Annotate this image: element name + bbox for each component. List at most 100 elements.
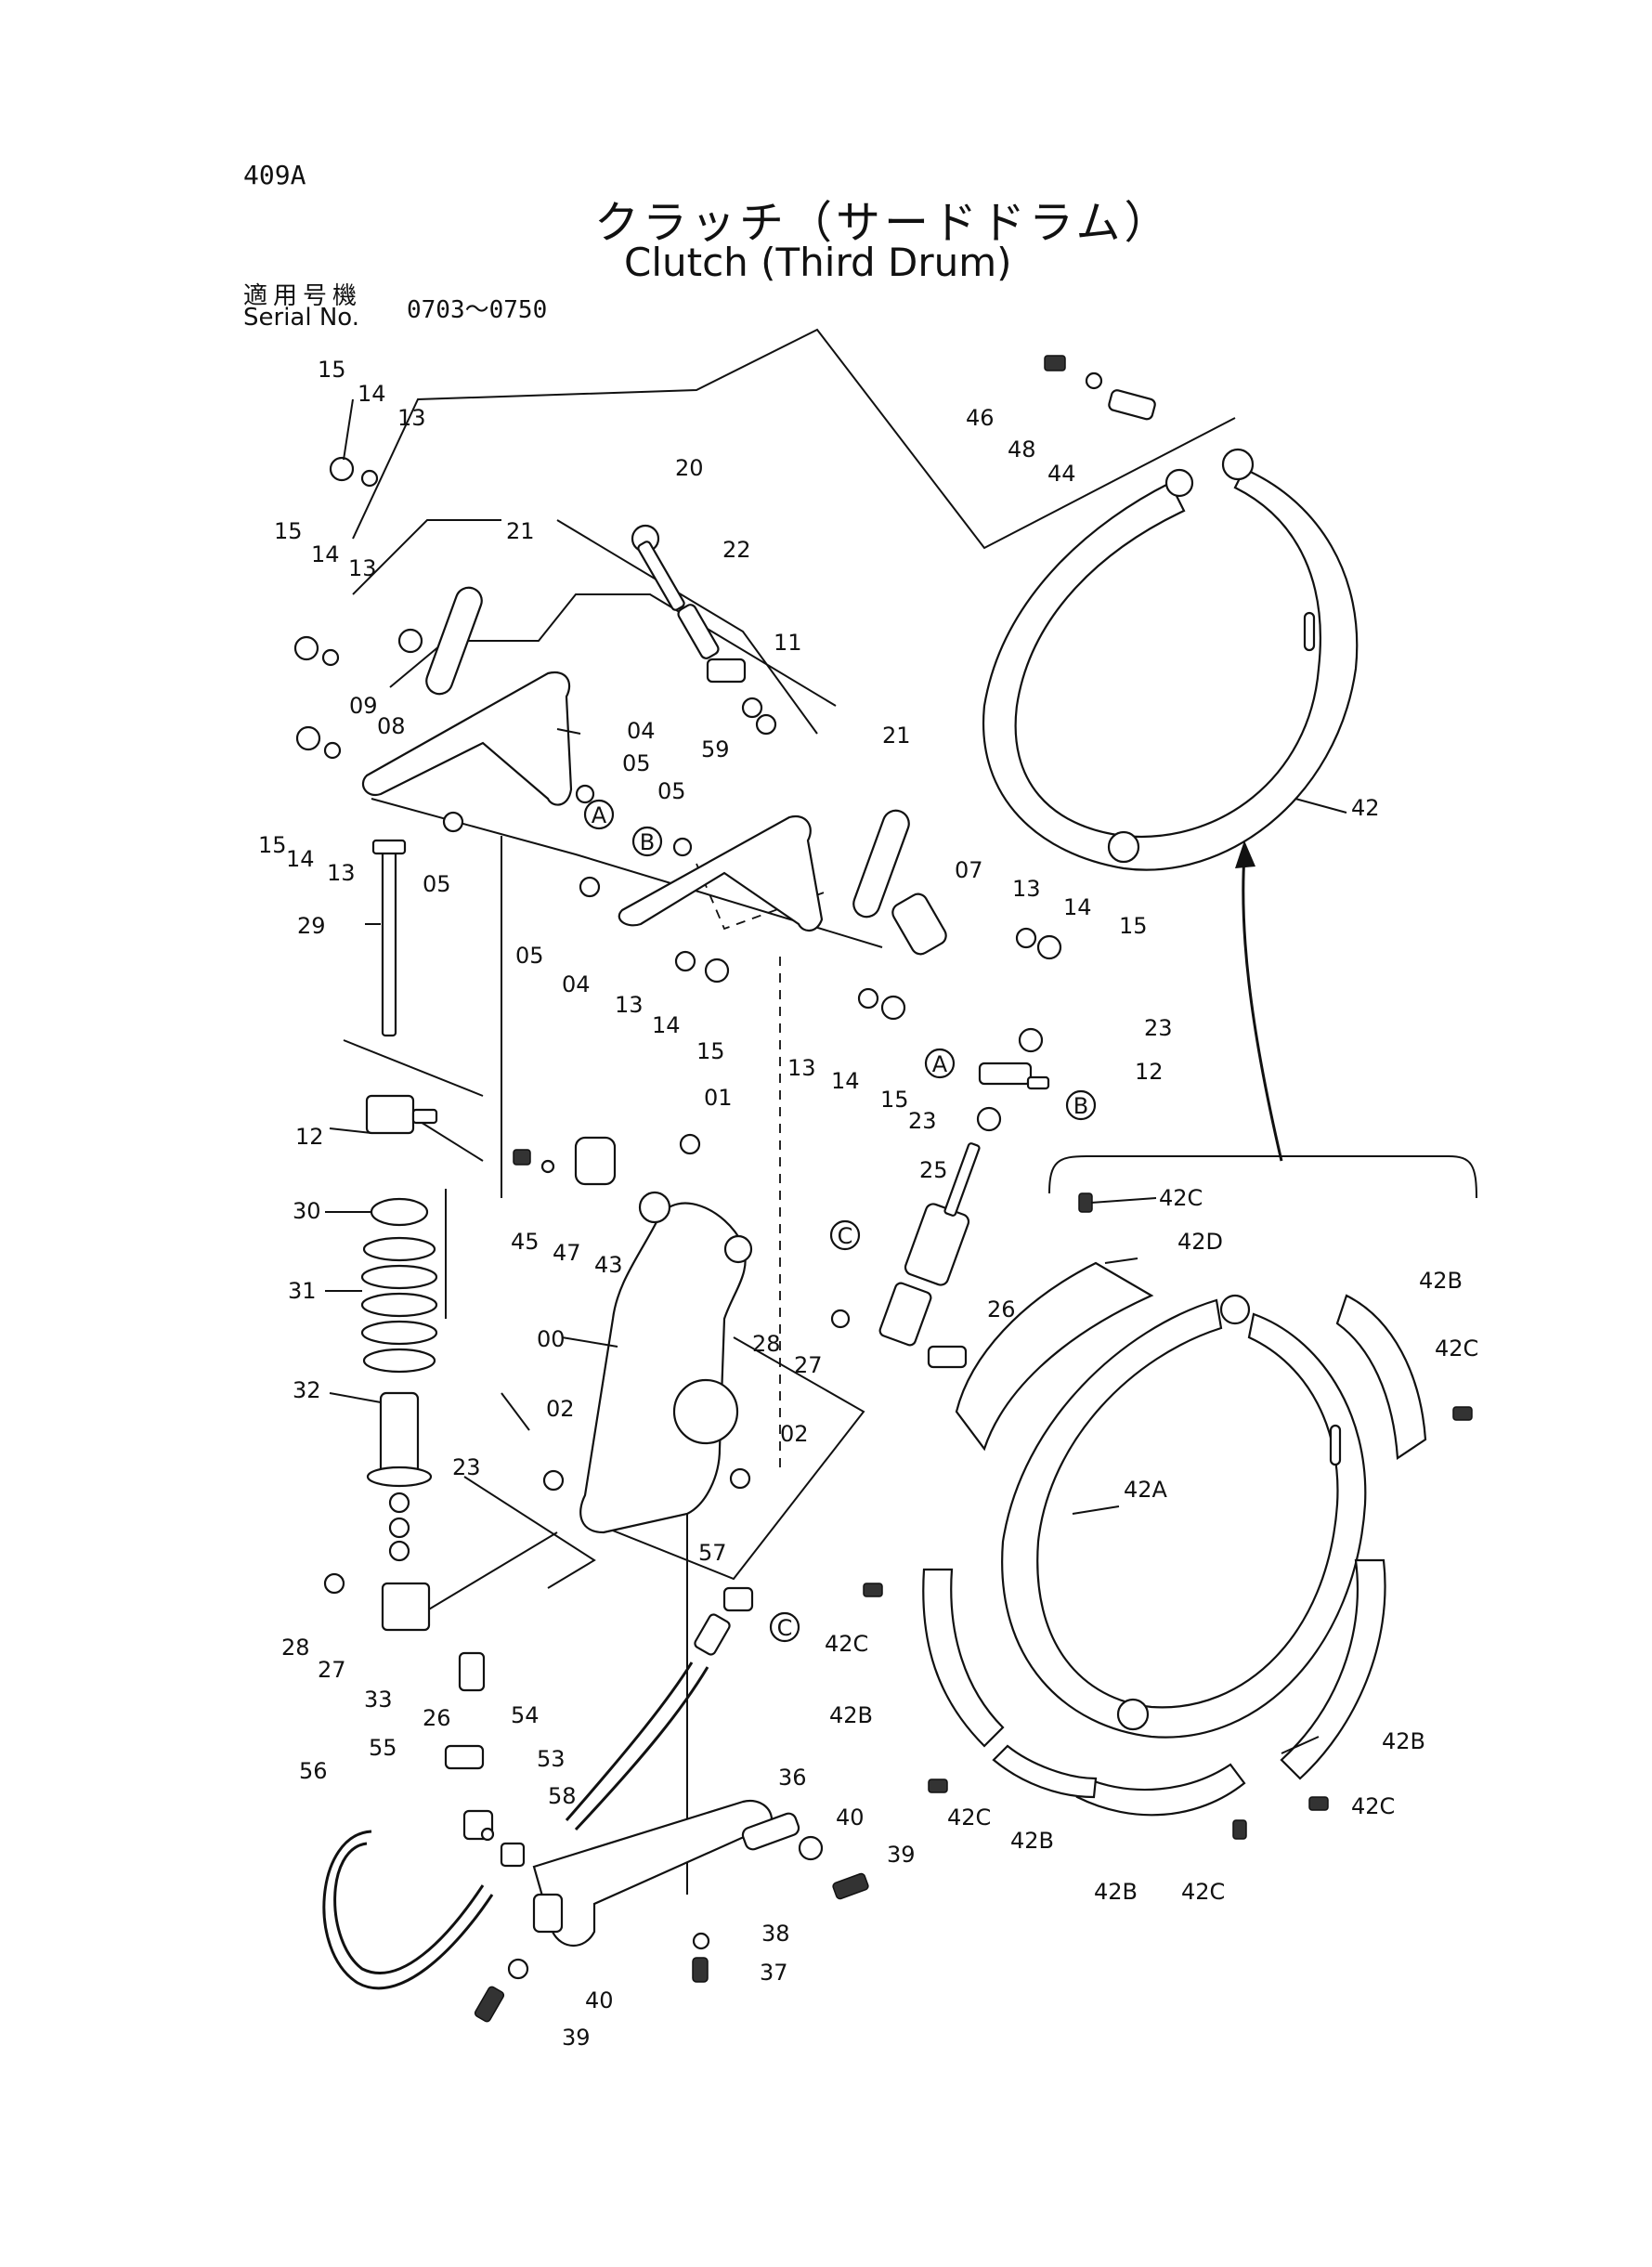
callout-59: 59 bbox=[701, 736, 730, 762]
spring-seat-30 bbox=[370, 1197, 429, 1227]
bushings-05 bbox=[442, 784, 693, 898]
callout-23: 23 bbox=[1144, 1015, 1173, 1041]
link-21-lower bbox=[852, 809, 910, 919]
callout-05: 05 bbox=[423, 871, 451, 897]
callout-04: 04 bbox=[562, 971, 591, 997]
callout-28: 28 bbox=[752, 1331, 781, 1357]
callout-22: 22 bbox=[722, 537, 751, 563]
callout-32: 32 bbox=[293, 1377, 321, 1403]
connector-b-upper bbox=[631, 826, 663, 857]
callout-02: 02 bbox=[546, 1396, 575, 1422]
callout-14: 14 bbox=[311, 541, 340, 567]
callout-26: 26 bbox=[423, 1705, 451, 1731]
lining-42b-top-right bbox=[1335, 1294, 1427, 1460]
assembly-guide-lines bbox=[343, 328, 1236, 1895]
callout-15: 15 bbox=[258, 832, 287, 858]
hose-line bbox=[565, 1661, 709, 1831]
lining-42b-right bbox=[1280, 1558, 1386, 1780]
lining-42b-left bbox=[922, 1568, 1005, 1748]
connector-c-cylinder bbox=[829, 1219, 861, 1251]
callout-28: 28 bbox=[281, 1635, 310, 1661]
callout-02: 02 bbox=[780, 1421, 809, 1447]
callout-42c: 42C bbox=[1435, 1335, 1478, 1362]
callout-47: 47 bbox=[553, 1240, 581, 1266]
callout-13: 13 bbox=[787, 1055, 816, 1081]
callout-42b: 42B bbox=[1010, 1828, 1054, 1854]
callout-14: 14 bbox=[286, 846, 315, 872]
connector-b-right bbox=[1065, 1089, 1097, 1121]
callout-20: 20 bbox=[675, 455, 704, 481]
rod-29 bbox=[371, 839, 407, 1037]
callout-14: 14 bbox=[831, 1068, 860, 1094]
connector-label: A bbox=[592, 802, 607, 828]
connector-label: A bbox=[932, 1051, 948, 1077]
nut-40-lower bbox=[507, 1958, 529, 1980]
callout-42a: 42A bbox=[1124, 1477, 1168, 1503]
callout-15: 15 bbox=[274, 518, 303, 544]
bushings-01-02 bbox=[542, 1133, 751, 1492]
callout-11: 11 bbox=[774, 630, 802, 656]
callout-42c: 42C bbox=[947, 1804, 991, 1831]
nuts-59 bbox=[741, 697, 777, 736]
spring-22 bbox=[677, 604, 720, 659]
rivets-42c bbox=[863, 1192, 1473, 1840]
guide-32 bbox=[366, 1391, 433, 1488]
callout-45: 45 bbox=[511, 1229, 540, 1255]
assembly-arrow bbox=[1242, 853, 1283, 1162]
callout-08: 08 bbox=[377, 713, 406, 739]
nuts-23-right bbox=[976, 1027, 1044, 1132]
callout-55: 55 bbox=[369, 1735, 397, 1761]
leader-lines bbox=[325, 398, 1347, 1754]
connector-label: B bbox=[640, 829, 655, 855]
lining-42d bbox=[955, 1261, 1154, 1452]
callout-25: 25 bbox=[919, 1157, 948, 1183]
callout-13: 13 bbox=[615, 992, 644, 1018]
pin-26-left bbox=[458, 1651, 486, 1692]
lever-04-upper bbox=[361, 671, 573, 806]
trunnion-11 bbox=[706, 658, 747, 684]
callout-05: 05 bbox=[657, 778, 686, 804]
callout-14: 14 bbox=[1063, 894, 1092, 920]
callout-56: 56 bbox=[299, 1758, 328, 1784]
serial-range: 0703～0750 bbox=[407, 296, 548, 324]
washer-38 bbox=[692, 1932, 710, 1950]
pin-44 bbox=[1108, 389, 1156, 421]
callout-57: 57 bbox=[698, 1540, 727, 1566]
callout-27: 27 bbox=[794, 1352, 823, 1378]
connector-label: C bbox=[838, 1223, 853, 1249]
detail-bracket bbox=[1048, 1155, 1477, 1199]
elbow-57 bbox=[694, 1586, 754, 1656]
arrow-head-icon bbox=[1235, 840, 1255, 868]
brake-band-42 bbox=[982, 448, 1359, 871]
callout-14: 14 bbox=[358, 381, 386, 407]
callout-09: 09 bbox=[349, 693, 378, 719]
callout-13: 13 bbox=[397, 405, 426, 431]
pin-07 bbox=[891, 892, 947, 956]
link-21-upper bbox=[425, 586, 483, 696]
washer-48 bbox=[1085, 371, 1103, 390]
bolt-39-upper bbox=[832, 1872, 869, 1900]
callout-30: 30 bbox=[293, 1198, 321, 1224]
callout-13: 13 bbox=[1012, 876, 1041, 902]
connector-label: C bbox=[777, 1615, 793, 1641]
callout-54: 54 bbox=[511, 1702, 540, 1728]
clip-58 bbox=[500, 1842, 526, 1868]
lining-42b-bottom bbox=[1075, 1763, 1246, 1817]
callout-58: 58 bbox=[548, 1783, 577, 1809]
eyebolt-20 bbox=[631, 524, 685, 611]
callout-42d: 42D bbox=[1177, 1229, 1223, 1255]
cylinder-25 bbox=[878, 1142, 981, 1347]
callout-48: 48 bbox=[1008, 436, 1036, 463]
nuts-23-left bbox=[388, 1492, 410, 1562]
nut-40-upper bbox=[798, 1835, 824, 1861]
callout-40: 40 bbox=[836, 1804, 865, 1831]
title-english: Clutch (Third Drum) bbox=[624, 240, 1012, 285]
callout-23: 23 bbox=[452, 1454, 481, 1480]
bolt-45 bbox=[513, 1149, 531, 1166]
callout-42c: 42C bbox=[1351, 1793, 1395, 1819]
bolt-37 bbox=[692, 1957, 709, 1983]
callout-39: 39 bbox=[562, 2025, 591, 2051]
lever-04-lower bbox=[618, 814, 824, 932]
callout-01: 01 bbox=[704, 1085, 733, 1111]
serial-label-english: Serial No. bbox=[243, 304, 359, 332]
